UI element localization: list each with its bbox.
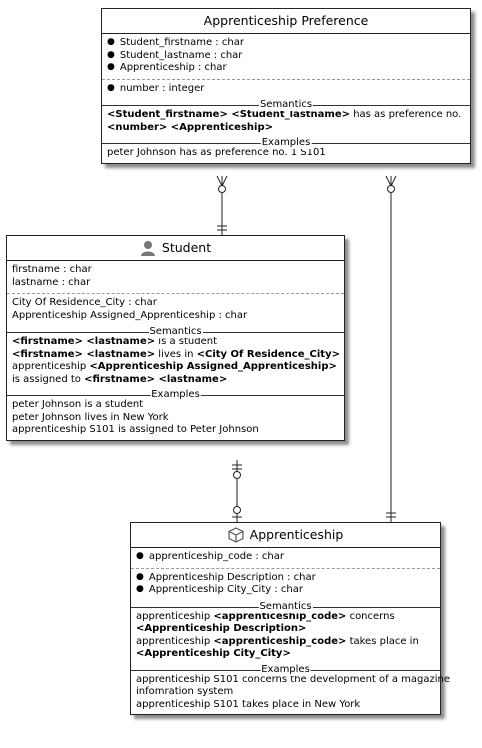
entity-title: Apprenticeship Preference [203,12,369,28]
entity-title-bar: Apprenticeship [131,523,440,548]
examples-text: peter Johnson is a student peter Johnson… [7,396,344,440]
example-line: peter Johnson has as preference no. 1 S1… [107,147,326,158]
semantics-text: concerns [346,610,395,622]
semantics-text: has as preference no. [350,109,462,120]
semantics-term: <City Of Residence_City> [196,348,340,360]
entity-title: Apprenticeship [249,526,344,542]
attributes: firstname : char lastname : char [7,261,344,293]
key-attributes: apprenticeship_code : char [131,548,440,568]
crowfoot-left [216,175,223,187]
example-line: peter Johnson is a student [12,399,144,410]
semantics-term: <Apprenticeship Description> [136,623,307,634]
examples-label: Examples [260,137,312,149]
attribute: apprenticeship_code : char [136,551,435,564]
attribute: lastname : char [12,276,91,288]
examples-divider: Examples [131,663,440,676]
semantics-term: <Student_firstname> <Student_lastname> [107,109,351,120]
semantics-label: Semantics [258,99,314,111]
semantics-divider: Semantics [7,326,344,338]
attribute: Apprenticeship City_City : char [136,584,435,597]
semantics-term: <Apprenticeship City_City> [136,648,291,659]
attributes: City Of Residence_City : char Apprentice… [7,293,344,326]
entity-title: Student [161,239,212,255]
example-line: apprenticeship S101 concerns the develop… [136,673,451,685]
example-line: infomration system [136,686,234,697]
semantics-term: <number> <Apprenticeship> [107,121,273,133]
zero-marker [218,185,226,193]
semantics-divider: Semantics [102,99,470,111]
semantics-text: apprenticeship <apprenticeship_code> con… [131,608,440,664]
crowfoot-right [221,175,228,187]
crowfoot-left [385,175,392,187]
semantics-term: <firstname> <lastname> [12,348,156,360]
semantics-label: Semantics [148,326,203,338]
examples-label: Examples [150,389,201,401]
attributes: Apprenticeship Description : char Appren… [131,567,440,601]
key-attributes: Student_firstname : char Student_lastnam… [102,34,470,79]
zero-marker [233,471,241,479]
person-icon [140,240,156,256]
zero-marker [233,506,241,514]
entity-title-bar: Apprenticeship Preference [102,9,470,34]
example-line: apprenticeship S101 is assigned to Peter… [12,424,259,435]
cube-icon [228,527,244,543]
attribute: firstname : char [12,264,92,275]
semantics-text: apprenticeship [12,361,90,372]
attributes: number : integer [102,78,470,100]
semantics-text: apprenticeship [136,635,214,647]
semantics-text: is assigned to [12,373,85,385]
example-line: peter Johnson lives in New York [12,411,169,423]
semantics-text: takes place in [346,635,419,647]
semantics-text: <firstname> <lastname> is a student <fir… [7,333,344,389]
attribute: Apprenticeship Assigned_Apprenticeship :… [12,309,248,321]
semantics-term: <firstname> <lastname> [84,373,228,385]
semantics-text: is a student [155,336,218,347]
semantics-text: lives in [155,348,197,360]
attribute: Apprenticeship : char [107,62,465,75]
semantics-divider: Semantics [131,600,440,613]
semantics-label: Semantics [258,600,313,613]
semantics-term: <firstname> <lastname> [12,336,156,347]
examples-text: apprenticeship S101 concerns the develop… [131,671,451,715]
attribute: City Of Residence_City : char [12,297,157,308]
semantics-term: <apprenticeship_code> [213,610,347,622]
semantics-text: apprenticeship [136,610,214,622]
crowfoot-right [390,175,397,187]
entity-student[interactable]: Student firstname : char lastname : char… [6,235,345,441]
examples-divider: Examples [102,137,470,149]
attribute: Apprenticeship Description : char [136,572,435,585]
entity-title-bar: Student [7,236,344,261]
attribute: Student_firstname : char [107,37,465,50]
examples-divider: Examples [7,389,344,401]
entity-apprenticeship-preference[interactable]: Apprenticeship Preference Student_firstn… [101,8,471,164]
attribute: number : integer [107,83,465,96]
attribute: Student_lastname : char [107,50,465,63]
entity-apprenticeship[interactable]: Apprenticeship apprenticeship_code : cha… [130,522,451,715]
semantics-term: <Apprenticeship Assigned_Apprenticeship> [89,361,337,372]
examples-text: peter Johnson has as preference no. 1 S1… [102,144,470,163]
examples-label: Examples [260,663,311,676]
semantics-text: <Student_firstname> <Student_lastname> h… [102,106,470,137]
semantics-term: <apprenticeship_code> [213,635,347,647]
example-line: apprenticeship S101 takes place in New Y… [136,698,361,710]
zero-marker [387,185,395,193]
